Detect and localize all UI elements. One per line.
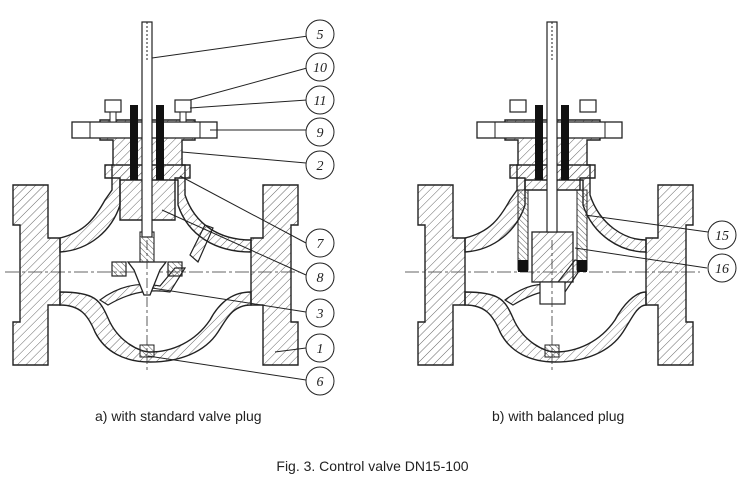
balancing-sleeve-left <box>517 189 529 271</box>
callout-5: 5 <box>305 19 335 49</box>
panel-a-caption: a) with standard valve plug <box>95 408 262 424</box>
callout-circles-a: 5 10 11 9 2 7 8 3 1 6 <box>305 19 335 396</box>
svg-text:7: 7 <box>317 237 325 252</box>
callout-7: 7 <box>305 228 335 258</box>
callout-11: 11 <box>305 85 335 115</box>
svg-text:5: 5 <box>317 28 324 43</box>
svg-text:1: 1 <box>317 342 324 357</box>
balanced-plug <box>531 231 574 283</box>
callout-6: 6 <box>305 366 335 396</box>
balancing-sleeve-right <box>576 189 588 271</box>
callout-2: 2 <box>305 150 335 180</box>
svg-text:6: 6 <box>317 375 324 390</box>
stem-b <box>546 21 558 233</box>
panel-b-caption: b) with balanced plug <box>492 408 625 424</box>
callout-15: 15 <box>707 220 737 250</box>
right-flange <box>250 184 299 366</box>
callout-1: 1 <box>305 333 335 363</box>
callout-3: 3 <box>305 298 335 328</box>
svg-text:11: 11 <box>314 94 327 109</box>
svg-text:10: 10 <box>313 61 327 76</box>
svg-text:3: 3 <box>316 307 324 322</box>
panel-a-drawing <box>5 21 300 372</box>
panel-b-drawing <box>405 21 700 372</box>
seat-ring-left <box>111 261 127 277</box>
callout-16: 16 <box>707 253 737 283</box>
svg-text:15: 15 <box>715 229 729 244</box>
seat-ring-right <box>167 261 183 277</box>
callout-circles-b: 15 16 <box>707 220 737 283</box>
body-lower-wall <box>59 291 252 363</box>
figure-caption: Fig. 3. Control valve DN15-100 <box>276 458 469 474</box>
callout-9: 9 <box>305 117 335 147</box>
svg-text:9: 9 <box>317 126 324 141</box>
callouts-panel-a <box>147 35 309 381</box>
svg-text:16: 16 <box>715 262 729 277</box>
svg-text:2: 2 <box>317 159 324 174</box>
callout-10: 10 <box>305 52 335 82</box>
callout-8: 8 <box>305 262 335 292</box>
svg-text:8: 8 <box>317 271 324 286</box>
callouts-panel-b <box>574 214 709 269</box>
left-flange <box>12 184 61 366</box>
